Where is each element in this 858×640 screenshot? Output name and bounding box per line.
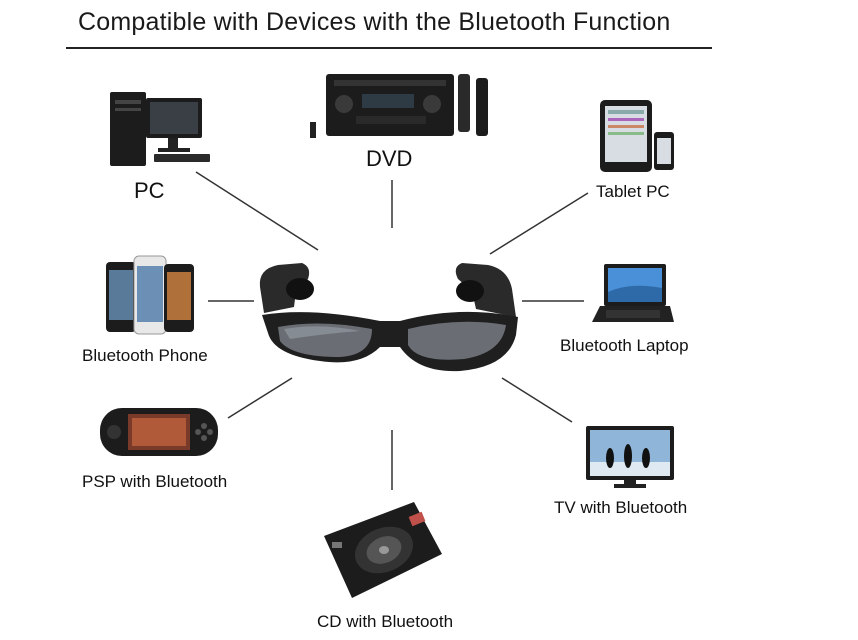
dvd-receiver-icon xyxy=(310,74,488,138)
cd-player-icon xyxy=(324,502,442,598)
psp-icon xyxy=(100,408,218,456)
device-label-cd: CD with Bluetooth xyxy=(317,612,454,631)
device-label-tablet: Tablet PC xyxy=(596,182,670,201)
laptop-icon xyxy=(592,264,674,322)
device-label-pc: PC xyxy=(134,178,165,203)
connector-pc xyxy=(195,171,319,251)
desktop-pc-icon xyxy=(110,92,210,166)
page-title: Compatible with Devices with the Bluetoo… xyxy=(78,8,671,36)
connector-tablet xyxy=(489,192,589,255)
device-label-phone: Bluetooth Phone xyxy=(82,346,208,365)
device-label-laptop: Bluetooth Laptop xyxy=(560,336,689,355)
device-label-tv: TV with Bluetooth xyxy=(554,498,688,517)
device-label-psp: PSP with Bluetooth xyxy=(82,472,228,491)
connector-psp xyxy=(227,377,293,419)
title-underline xyxy=(66,47,712,49)
sunglasses-icon xyxy=(259,263,518,372)
smartphones-icon xyxy=(106,255,194,335)
connector-tv xyxy=(501,377,573,423)
device-label-dvd: DVD xyxy=(366,146,413,171)
tv-icon xyxy=(586,426,674,488)
tablet-icon xyxy=(600,100,674,172)
